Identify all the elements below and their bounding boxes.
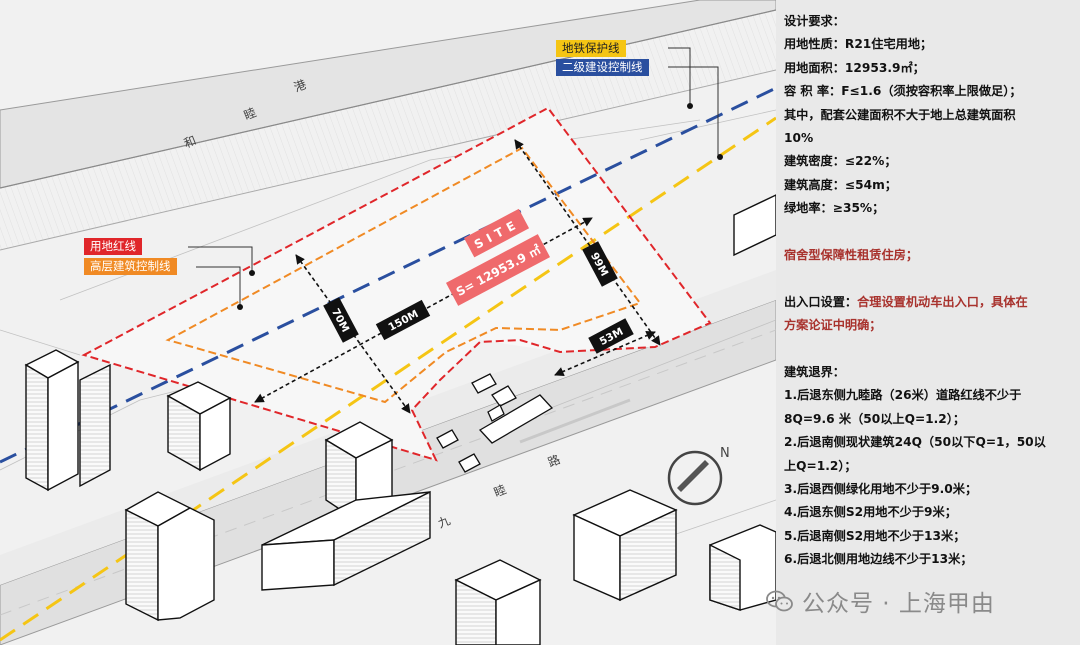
site-plan-drawing: N 和 睦 港 九 睦 路 SITE S= 12953.9 ㎡ 150M 70M [0,0,776,645]
legend-red-line: 用地红线 [84,238,142,255]
river-label-3: 港 [292,77,308,94]
road-label-3: 路 [546,451,563,469]
legend-dots [237,103,723,310]
building-density: 建筑密度：≤22%； [784,154,897,169]
setback-5: 5.后退南侧S2用地不少于13米； [784,528,966,543]
entry-text: 合理设置机动车出入口，具体在 [857,294,1028,309]
setback-4: 4.后退东侧S2用地不少于9米； [784,505,957,520]
watermark: 公众号 · 上海甲由 [766,584,995,618]
entry-label: 出入口设置： [784,294,858,309]
land-area: 用地面积：12953.9㎡； [784,60,925,75]
watermark-text: 公众号 · 上海甲由 [802,591,995,617]
green-ratio: 绿地率：≥35%； [784,201,885,216]
site-plan-map: N 和 睦 港 九 睦 路 SITE S= 12953.9 ㎡ 150M 70M [0,0,776,645]
setback-1a: 1.后退东侧九睦路（26米）道路红线不少于 [784,388,1022,403]
road-label-1: 九 [436,513,452,530]
legend-secondary-line: 二级建设控制线 [556,59,649,76]
public-facility-line-2: 10% [784,131,814,146]
north-compass-icon [667,450,723,506]
floor-area-ratio: 容 积 率：F≤1.6（须按容积率上限做足）； [784,84,1022,99]
existing-small-buildings [436,373,554,473]
setback-3: 3.后退西侧绿化用地不少于9.0米； [784,482,978,497]
legend-metro-line: 地铁保护线 [556,40,626,57]
legend-leaders [188,47,719,306]
setback-2a: 2.后退南侧现状建筑24Q（50以下Q=1，50以 [784,435,1046,450]
entry-line-2: 方案论证中明确； [784,318,882,333]
wechat-icon [766,590,793,612]
building-height: 建筑高度：≤54m； [784,177,897,192]
land-use: 用地性质：R21住宅用地； [784,37,933,52]
public-facility-line-1: 其中，配套公建面积不大于地上总建筑面积 [784,107,1016,122]
north-label: N [720,446,730,461]
legend-high-rise-line: 高层建筑控制线 [84,258,177,275]
setback-2b: 上Q=1.2）； [784,458,857,473]
setback-1b: 8Q=9.6 米（50以上Q=1.2）； [784,411,966,426]
east-buildings [454,194,776,645]
river-label-2: 睦 [242,105,258,122]
entry-line-1: 出入口设置：合理设置机动车出入口，具体在 [784,291,1076,314]
road-label-2: 睦 [492,482,508,499]
setback-title: 建筑退界： [784,365,845,380]
setback-6: 6.后退北侧用地边线不少于13米； [784,552,973,567]
design-requirements-panel: 设计要求： 用地性质：R21住宅用地； 用地面积：12953.9㎡； 容 积 率… [776,0,1080,645]
dim-line-70 [295,254,411,414]
panel-title: 设计要求： [784,14,845,28]
housing-type: 宿舍型保障性租赁住房； [784,248,919,263]
surrounding-buildings [24,349,431,622]
river-label-1: 和 [182,133,198,150]
